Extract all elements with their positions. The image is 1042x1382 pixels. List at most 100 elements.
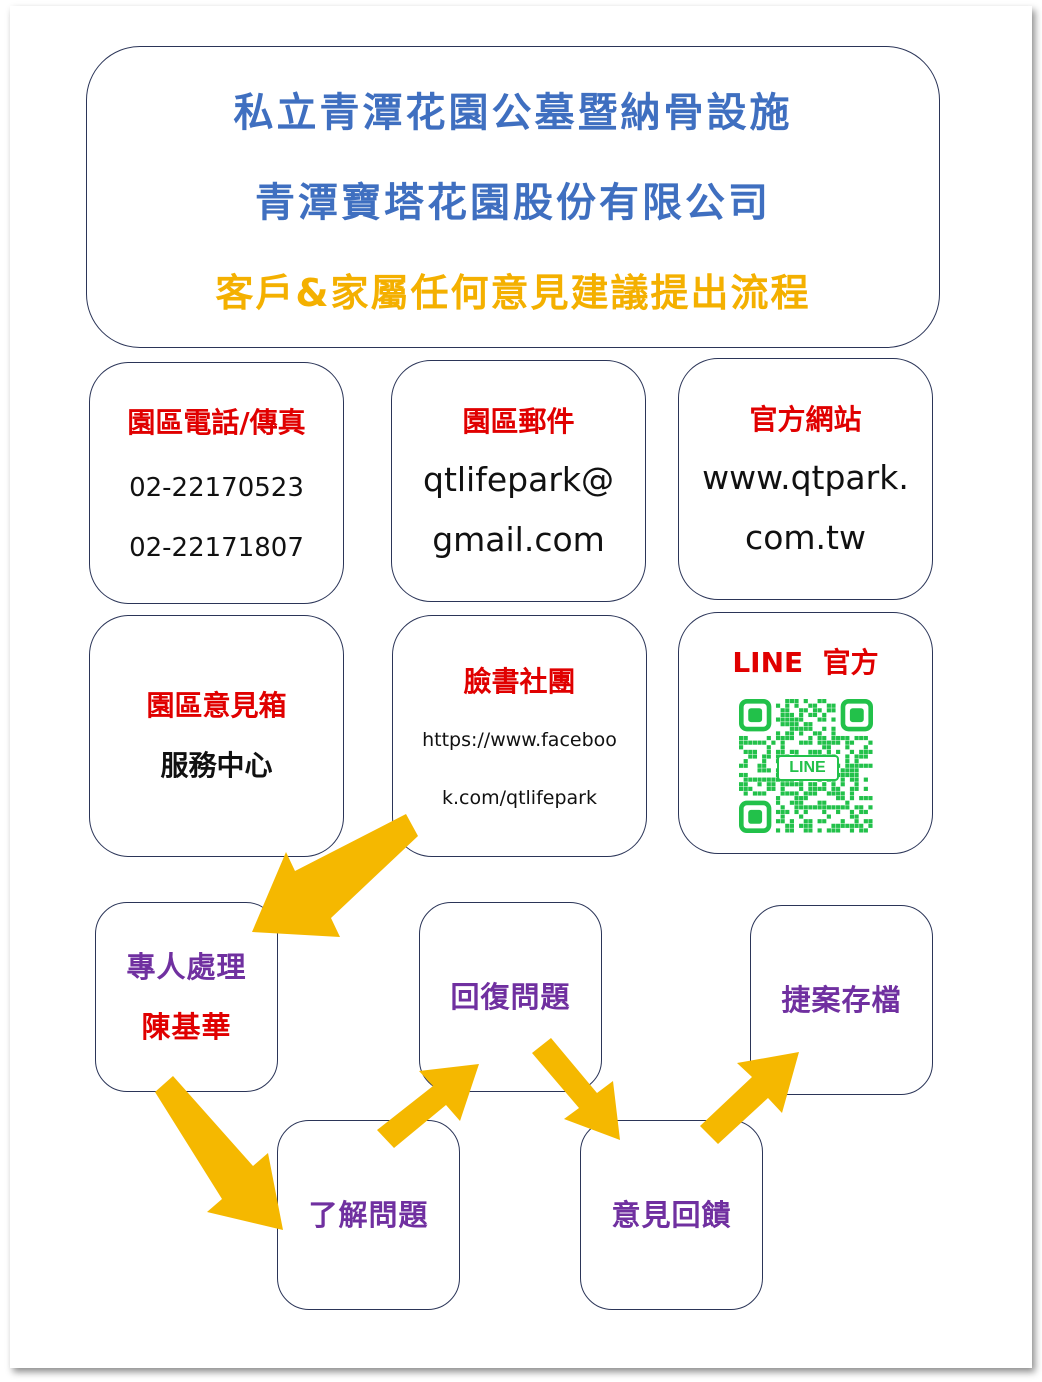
qr-module <box>743 791 748 796</box>
qr-module <box>812 731 817 736</box>
mail-line-1[interactable]: qtlifepark@ <box>423 460 614 499</box>
qr-code-icon[interactable]: LINE <box>738 698 873 833</box>
qr-module <box>793 717 799 722</box>
qr-module <box>803 819 808 824</box>
qr-module <box>854 772 859 778</box>
qr-module <box>821 786 826 791</box>
qr-module <box>775 749 780 754</box>
qr-module <box>863 828 868 833</box>
qr-module <box>807 828 812 833</box>
qr-module <box>784 717 789 722</box>
qr-module <box>826 791 831 796</box>
qr-module <box>789 823 794 828</box>
qr-module <box>752 791 757 796</box>
qr-module <box>849 768 854 773</box>
qr-module <box>849 823 854 828</box>
qr-module <box>854 823 859 828</box>
qr-module <box>840 823 845 828</box>
qr-module <box>835 809 840 815</box>
qr-module <box>780 712 785 718</box>
qr-module <box>798 782 803 787</box>
qr-module <box>798 717 803 722</box>
qr-module <box>849 791 854 796</box>
qr-module <box>844 772 849 778</box>
qr-module <box>849 777 854 782</box>
qr-module <box>817 735 822 741</box>
qr-module <box>835 828 840 833</box>
qr-module <box>844 759 849 764</box>
qr-module <box>793 800 799 805</box>
qr-module <box>747 754 752 759</box>
qr-module <box>830 823 836 828</box>
qr-module <box>826 740 831 745</box>
qr-module <box>775 800 780 805</box>
qr-module <box>854 763 859 768</box>
qr-module <box>867 823 873 828</box>
qr-module <box>793 805 799 810</box>
qr-module <box>761 791 766 796</box>
qr-module <box>756 740 762 745</box>
qr-module <box>821 740 826 745</box>
qr-module <box>807 823 812 828</box>
qr-module <box>826 805 831 810</box>
qr-module <box>784 823 789 828</box>
facebook-url-2[interactable]: k.com/qtlifepark <box>442 787 597 809</box>
qr-module <box>780 735 785 741</box>
qr-module <box>747 777 752 782</box>
website-line-2[interactable]: com.tw <box>745 518 866 557</box>
qr-module <box>830 731 836 736</box>
qr-module <box>867 763 873 768</box>
qr-module <box>775 703 780 708</box>
facebook-url-1[interactable]: https://www.faceboo <box>422 729 617 751</box>
qr-module <box>747 786 752 791</box>
qr-module <box>807 703 812 708</box>
qr-module <box>784 712 789 718</box>
qr-module <box>830 703 836 708</box>
qr-module <box>770 786 776 791</box>
service-center-label: 服務中心 <box>160 749 273 782</box>
qr-module <box>766 782 771 787</box>
qr-module <box>803 708 808 713</box>
qr-module <box>766 768 771 773</box>
qr-module <box>812 703 817 708</box>
qr-module <box>844 763 849 768</box>
step-reply-label: 回復問題 <box>450 980 571 1014</box>
qr-module <box>780 791 785 796</box>
header-subtitle: 客戶&家屬任何意見建議提出流程 <box>215 271 811 315</box>
qr-module <box>849 809 854 815</box>
qr-module <box>798 786 803 791</box>
qr-module <box>835 791 840 796</box>
qr-module <box>830 717 836 722</box>
qr-module <box>817 749 822 754</box>
qr-module <box>807 726 812 731</box>
line-title: LINE 官方 <box>732 646 879 679</box>
qr-module <box>840 772 845 778</box>
qr-module <box>844 805 849 810</box>
tel-number-1[interactable]: 02-22170523 <box>129 473 304 503</box>
website-line-1[interactable]: www.qtpark. <box>702 458 909 497</box>
qr-module <box>826 828 831 833</box>
tel-number-2[interactable]: 02-22171807 <box>129 533 304 563</box>
qr-module <box>807 786 812 791</box>
qr-module <box>743 759 748 764</box>
qr-module <box>803 699 808 704</box>
step-reply-box: 回復問題 <box>419 902 602 1092</box>
qr-module <box>858 763 863 768</box>
qr-module <box>780 745 785 750</box>
qr-module <box>844 768 849 773</box>
qr-module <box>854 777 859 782</box>
qr-module <box>867 819 873 824</box>
step-feedback-box: 意見回饋 <box>580 1120 763 1310</box>
qr-module <box>821 819 826 824</box>
qr-module <box>780 722 785 727</box>
qr-module <box>766 754 771 759</box>
qr-module <box>817 731 822 736</box>
qr-module <box>858 823 863 828</box>
qr-module <box>840 791 845 796</box>
mail-line-2[interactable]: gmail.com <box>432 520 605 559</box>
qr-module <box>784 722 789 727</box>
qr-module <box>780 740 785 745</box>
qr-module <box>854 814 859 819</box>
qr-module <box>775 828 780 833</box>
qr-module <box>770 777 776 782</box>
